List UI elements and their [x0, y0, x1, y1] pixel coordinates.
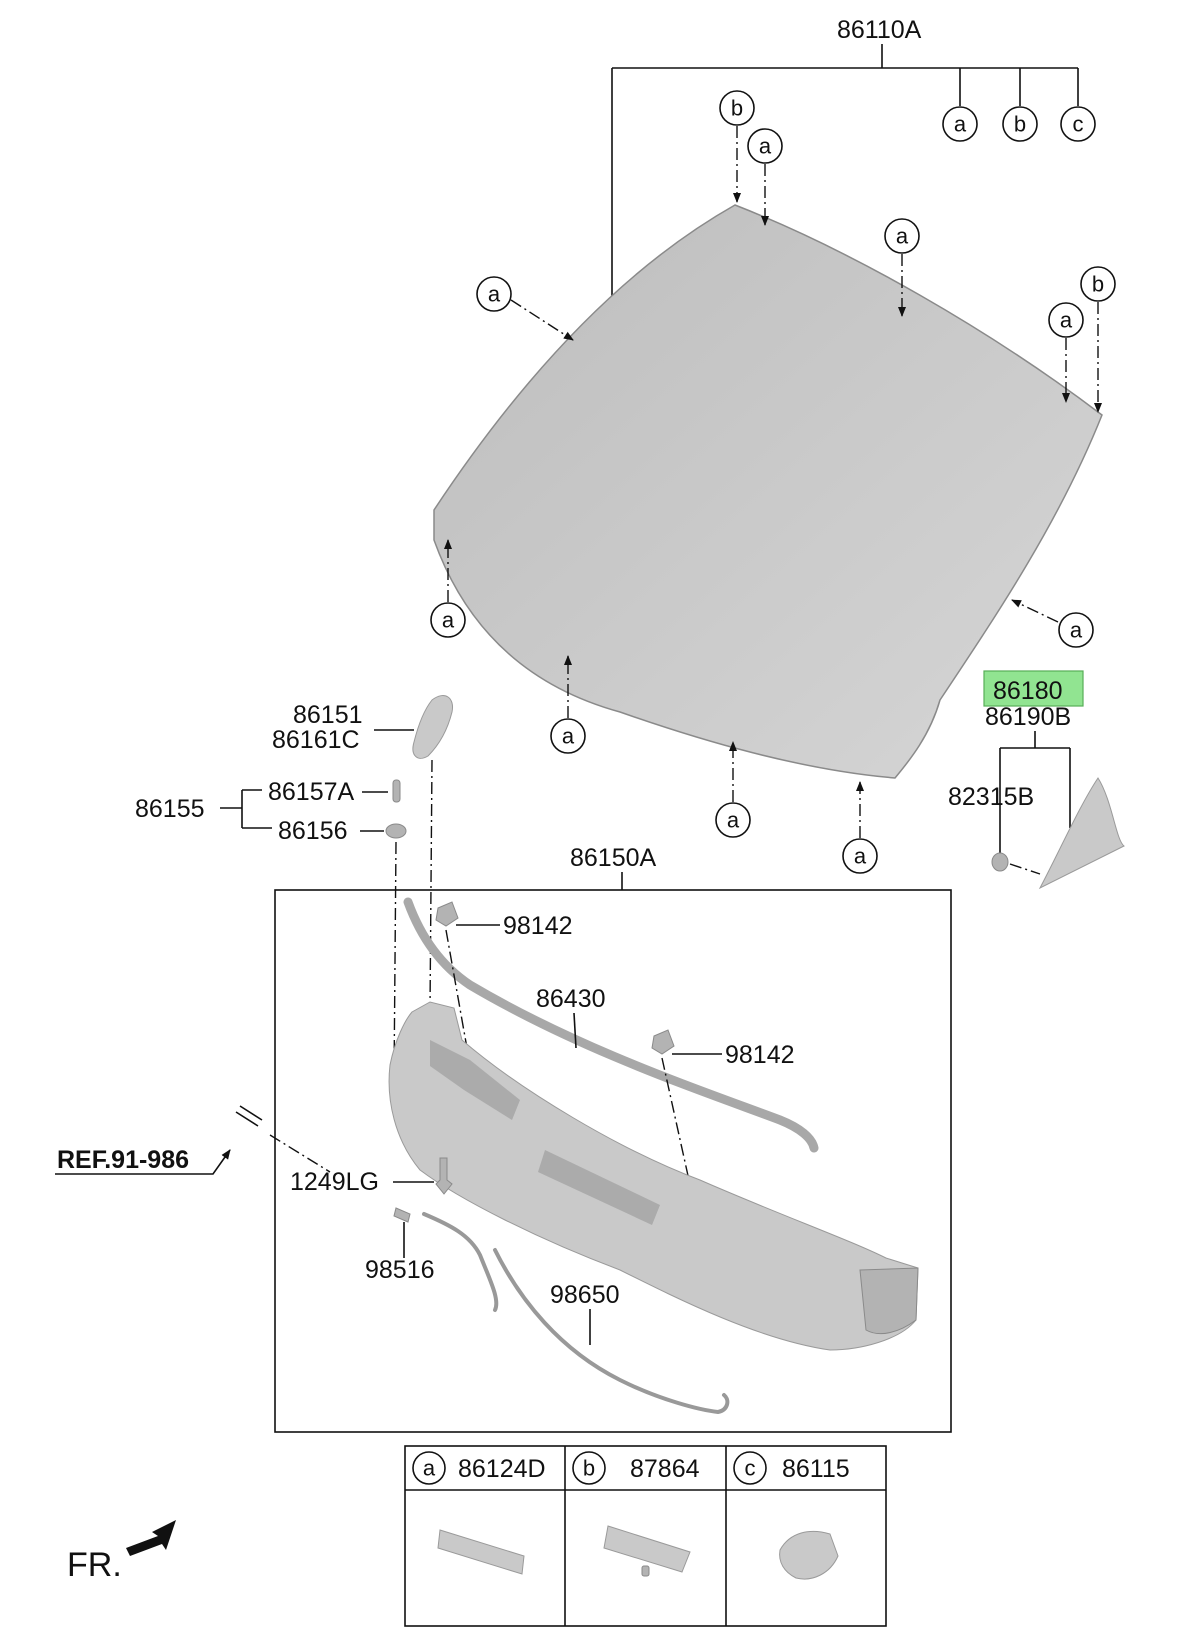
clip-82315B[interactable]	[991, 852, 1009, 872]
svg-text:a: a	[896, 224, 909, 249]
label-86110A[interactable]: 86110A	[837, 16, 922, 44]
callout-a-top: a	[942, 106, 978, 142]
label-98142-upper[interactable]: 98142	[503, 912, 573, 940]
ref-dash	[269, 1134, 331, 1173]
callout-c-top: c	[1060, 106, 1096, 142]
leader-86155	[220, 789, 272, 829]
callout-a-glass-leftbottom: a	[430, 539, 466, 638]
svg-text:a: a	[488, 282, 501, 307]
legend-cell-b: b 87864	[572, 1451, 700, 1577]
legend-letter-a: a	[423, 1456, 436, 1481]
callout-a-glass-bottom-1: a	[550, 655, 586, 754]
label-86180[interactable]: 86180	[993, 677, 1063, 705]
label-86157A[interactable]: 86157A	[268, 778, 355, 806]
svg-text:a: a	[727, 808, 740, 833]
cowl-assembly-box	[274, 889, 952, 1433]
callout-a-glass-top: a	[747, 128, 783, 226]
nozzle-upper-dash	[445, 929, 479, 1111]
callout-b-glass-right: b	[1080, 266, 1116, 413]
label-ref-91-986[interactable]: REF.91-986	[57, 1146, 189, 1174]
nozzle-lower-dash	[661, 1057, 701, 1231]
leader-86430	[573, 1012, 577, 1049]
label-86190B[interactable]: 86190B	[985, 703, 1071, 731]
windshield-glass[interactable]	[433, 204, 1103, 779]
mirror-cover-86190B[interactable]	[1038, 777, 1125, 890]
label-86430[interactable]: 86430	[536, 985, 606, 1013]
svg-text:a: a	[562, 724, 575, 749]
legend-cell-a: a 86124D	[412, 1451, 546, 1575]
legend-item-b-pin	[641, 1565, 650, 1577]
legend-part-86124D[interactable]: 86124D	[458, 1455, 546, 1483]
legend-part-86115[interactable]: 86115	[782, 1455, 850, 1483]
grommet-86156[interactable]	[385, 823, 407, 839]
cowl-grille-left	[430, 1040, 520, 1120]
ref-connector	[235, 1105, 263, 1127]
leader-82315B-dash	[1009, 863, 1041, 875]
hose-98650[interactable]	[422, 1212, 730, 1415]
label-98142-lower[interactable]: 98142	[725, 1041, 795, 1069]
leader-86110A	[611, 44, 1079, 300]
svg-text:b: b	[731, 96, 743, 121]
label-82315B[interactable]: 82315B	[948, 783, 1034, 811]
label-86155[interactable]: 86155	[135, 795, 205, 823]
callout-a-glass-bottom-3: a	[842, 781, 878, 874]
svg-text:a: a	[1070, 618, 1083, 643]
hose-connector-98516[interactable]	[393, 1207, 411, 1223]
legend-table: a 86124D b 87864 c 86115	[404, 1445, 887, 1627]
highlight-86180	[983, 670, 1084, 707]
svg-text:c: c	[1073, 112, 1084, 137]
label-86156[interactable]: 86156	[278, 817, 348, 845]
callout-b-top: b	[1002, 106, 1038, 142]
front-label: FR.	[67, 1546, 122, 1584]
front-arrow-icon	[126, 1520, 176, 1556]
weatherstrip-86430[interactable]	[403, 897, 819, 1153]
svg-text:a: a	[442, 608, 455, 633]
callout-a-glass-right-bottom: a	[1011, 599, 1094, 648]
callout-a-glass-bottom-2: a	[715, 741, 751, 838]
label-86161C[interactable]: 86161C	[272, 726, 360, 754]
legend-part-87864[interactable]: 87864	[630, 1455, 700, 1483]
callout-a-glass-right-top: a	[1048, 302, 1084, 403]
side-trim-86151[interactable]	[412, 695, 454, 759]
callout-b-glass-top: b	[719, 90, 755, 203]
label-86151[interactable]: 86151	[293, 701, 363, 729]
nozzle-98142-lower[interactable]	[651, 1029, 675, 1055]
legend-letter-c: c	[745, 1456, 756, 1481]
leader-ref-91-986	[55, 1149, 231, 1175]
label-86150A[interactable]: 86150A	[570, 844, 657, 872]
leader-86190B	[999, 731, 1071, 860]
cowl-grille-right	[538, 1150, 660, 1225]
leader-86156-dash	[393, 841, 397, 1081]
callout-a-glass-left: a	[476, 276, 574, 341]
screw-1249LG[interactable]	[435, 1157, 453, 1195]
svg-text:a: a	[1060, 308, 1073, 333]
svg-text:a: a	[954, 112, 967, 137]
svg-text:a: a	[854, 844, 867, 869]
label-1249LG[interactable]: 1249LG	[290, 1168, 379, 1196]
label-98516[interactable]: 98516	[365, 1256, 435, 1284]
legend-letter-b: b	[583, 1456, 595, 1481]
svg-text:a: a	[759, 134, 772, 159]
callout-a-glass-mid: a	[884, 218, 920, 317]
label-98650[interactable]: 98650	[550, 1281, 620, 1309]
cowl-panel[interactable]	[388, 1001, 919, 1351]
legend-item-b-pad[interactable]	[603, 1525, 691, 1573]
svg-text:b: b	[1014, 112, 1026, 137]
svg-text:b: b	[1092, 272, 1104, 297]
leader-86151-dash	[429, 759, 433, 1011]
legend-item-a-pad[interactable]	[437, 1529, 525, 1575]
nozzle-98142-upper[interactable]	[435, 901, 459, 927]
pin-86157A[interactable]	[392, 779, 401, 803]
cowl-right-end	[859, 1267, 919, 1335]
legend-cell-c: c 86115	[733, 1451, 850, 1580]
legend-item-c-clip[interactable]	[779, 1530, 839, 1580]
